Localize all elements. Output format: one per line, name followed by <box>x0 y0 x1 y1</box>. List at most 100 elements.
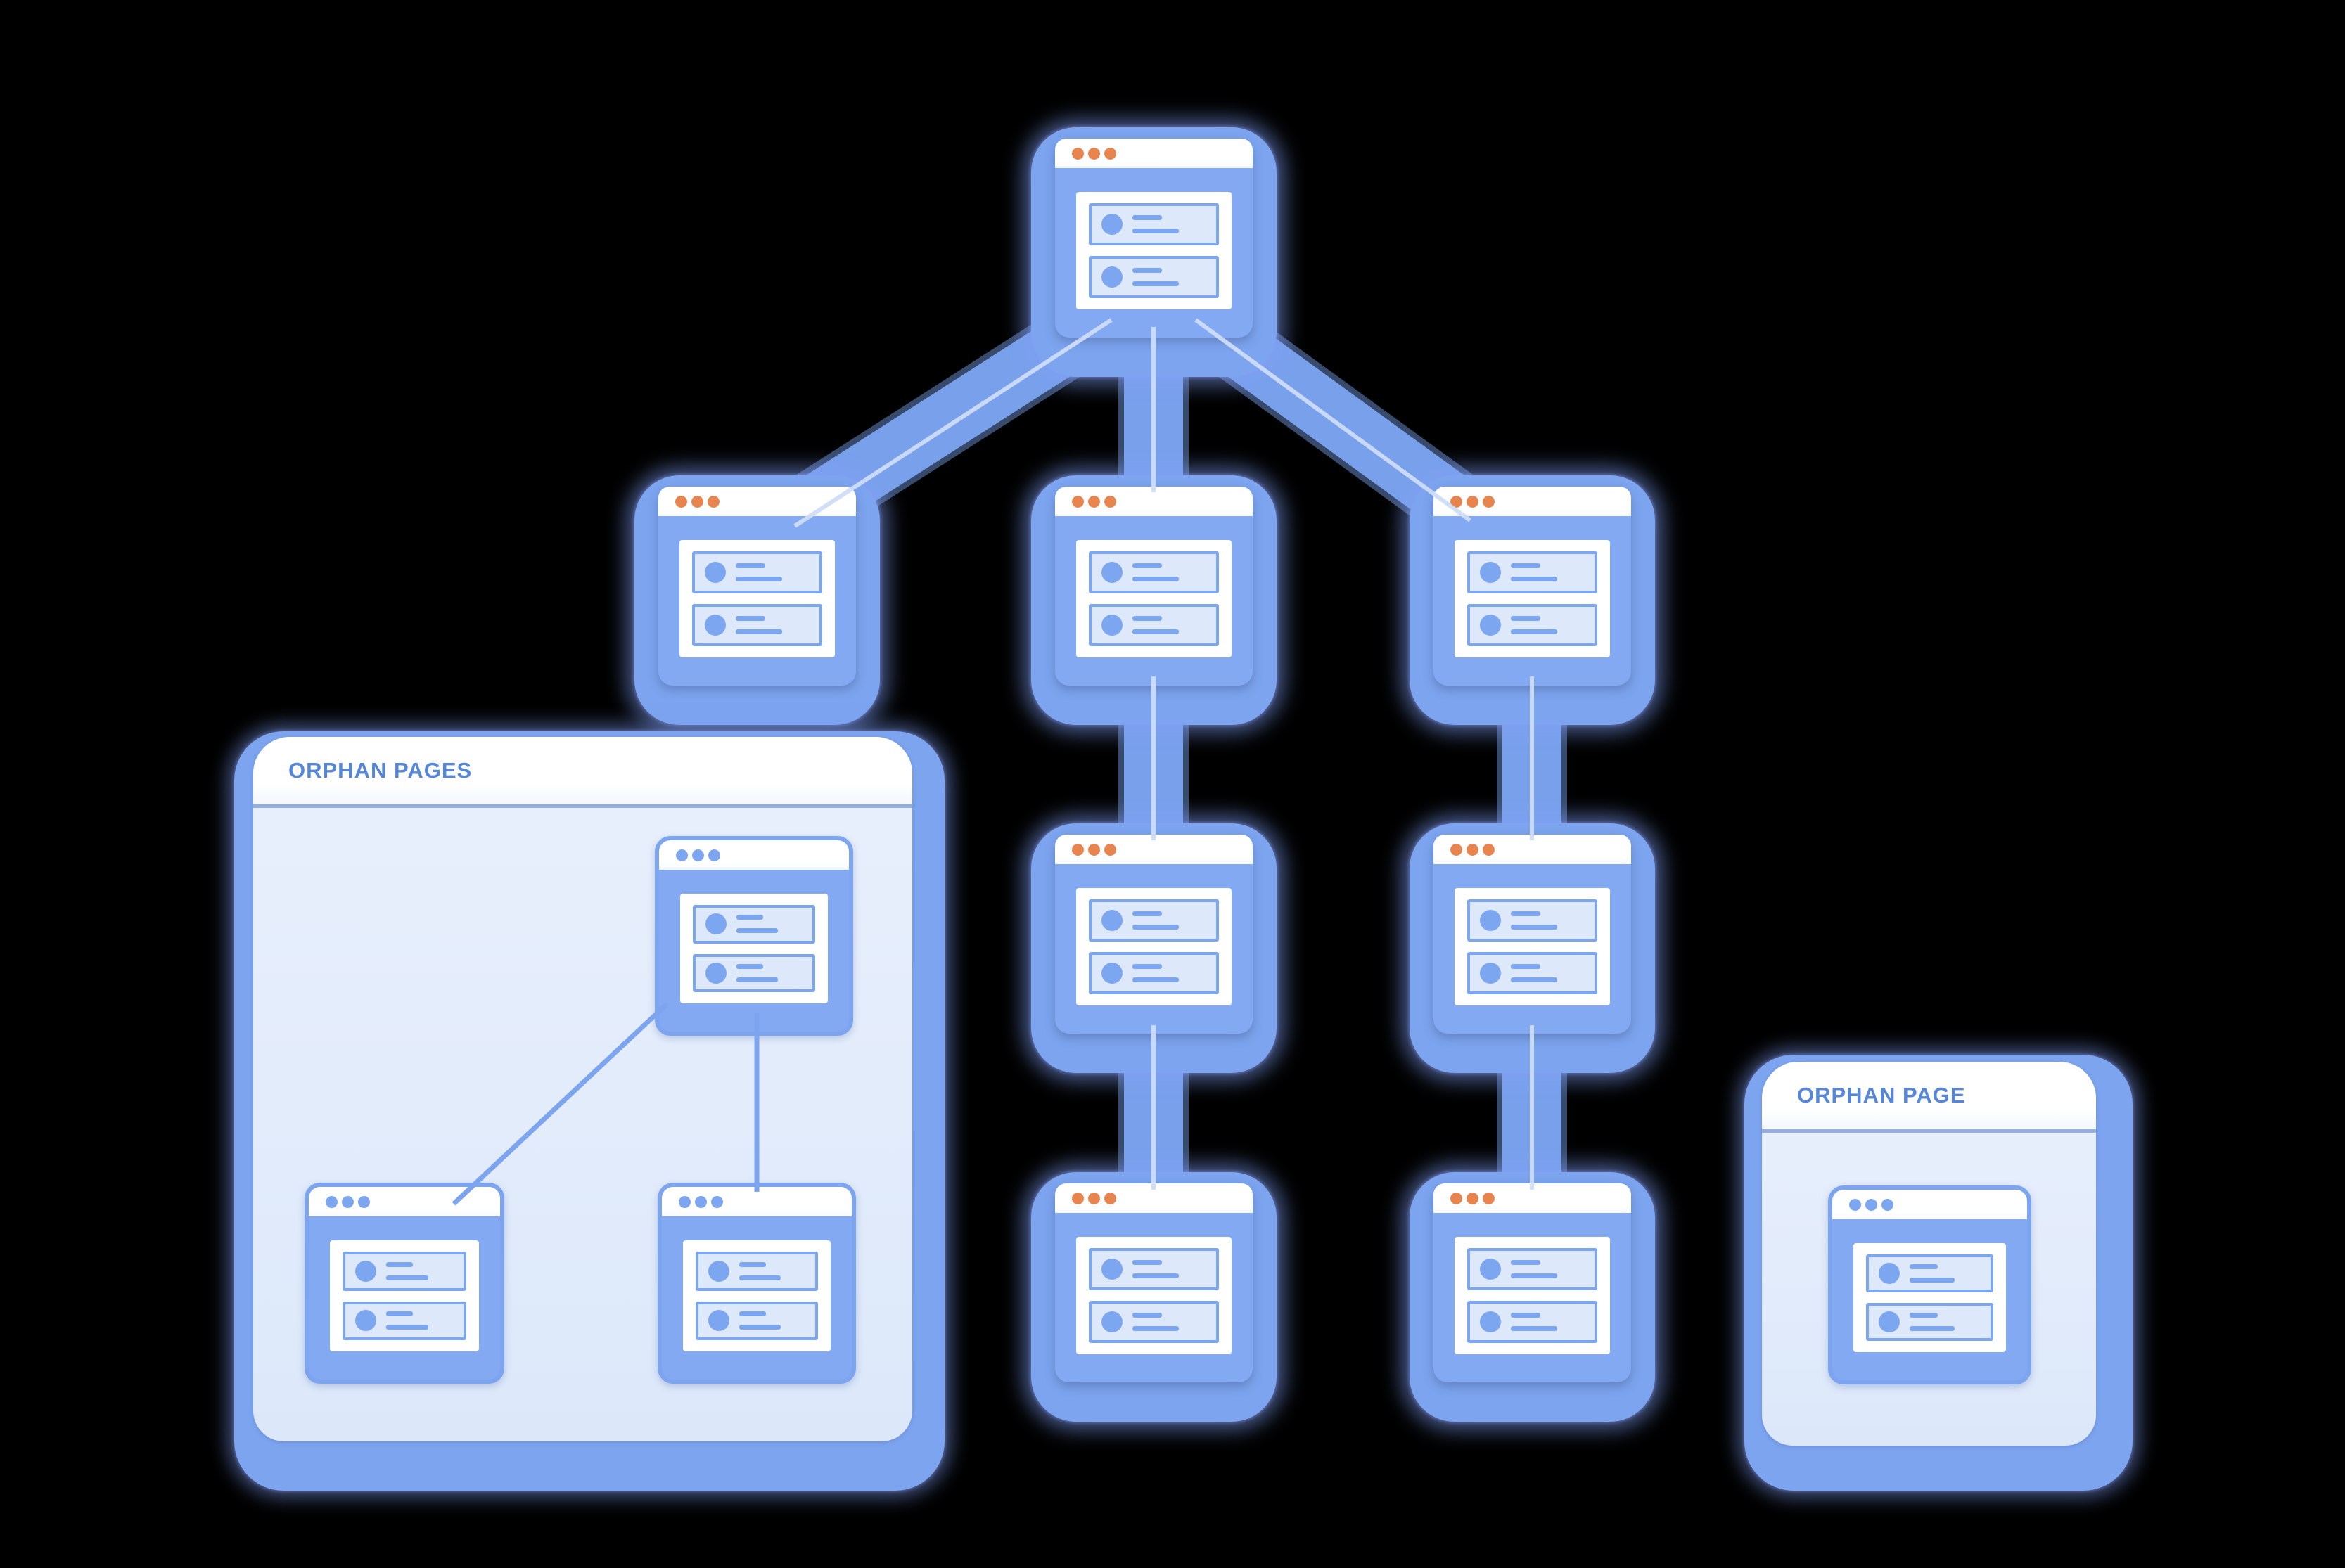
list-item-bullet-icon <box>1480 1311 1501 1332</box>
window-control-dot-icon <box>708 849 720 861</box>
text-line <box>386 1311 414 1317</box>
list-item-text-lines <box>1132 964 1206 982</box>
browser-window-child-right <box>1433 487 1631 686</box>
window-control-dot-icon <box>1467 495 1478 508</box>
browser-window-orphan-single <box>1828 1185 2031 1384</box>
window-control-dot-icon <box>1467 843 1478 856</box>
window-control-dot-icon <box>1072 843 1084 856</box>
text-line <box>1511 563 1540 568</box>
list-item-text-lines <box>736 963 803 982</box>
window-content-card <box>1455 540 1610 657</box>
list-item-bullet-icon <box>1101 1311 1123 1332</box>
browser-window-right-level3 <box>1433 835 1631 1034</box>
content-list-item <box>692 551 822 593</box>
window-control-dot-icon <box>695 1195 707 1208</box>
content-list-item <box>1467 952 1597 994</box>
window-control-dot-icon <box>1072 1192 1084 1204</box>
window-control-dot-icon <box>1467 1192 1478 1204</box>
text-line <box>1132 563 1162 568</box>
browser-window-root <box>1055 139 1253 338</box>
list-item-text-lines <box>1511 616 1585 634</box>
content-list-item <box>1467 604 1597 646</box>
content-list-item <box>692 604 822 646</box>
text-line <box>1132 1260 1162 1265</box>
list-item-text-lines <box>1511 563 1585 581</box>
text-line <box>1511 964 1540 969</box>
text-line <box>1511 629 1558 634</box>
text-line <box>1132 629 1180 634</box>
content-list-item <box>1089 899 1219 942</box>
text-line <box>739 1311 766 1317</box>
text-line <box>1511 616 1540 621</box>
list-item-text-lines <box>1132 1260 1206 1278</box>
tree-connector-centerline <box>793 318 1113 528</box>
content-list-item <box>693 953 815 992</box>
list-item-text-lines <box>736 563 810 581</box>
content-list-item <box>1089 551 1219 593</box>
list-item-text-lines <box>1132 563 1206 581</box>
content-list-item <box>1089 952 1219 994</box>
list-item-text-lines <box>1511 1260 1585 1278</box>
window-content-card <box>1076 540 1232 657</box>
window-control-dot-icon <box>691 495 703 508</box>
list-item-bullet-icon <box>705 913 727 935</box>
list-item-text-lines <box>1132 911 1206 930</box>
list-item-bullet-icon <box>355 1260 376 1282</box>
list-item-bullet-icon <box>1480 963 1501 984</box>
window-control-dot-icon <box>1450 843 1462 856</box>
window-content-card <box>679 540 835 657</box>
text-line <box>1132 1326 1180 1331</box>
window-content-card <box>1076 888 1232 1005</box>
list-item-bullet-icon <box>1101 266 1123 288</box>
window-control-dot-icon <box>692 849 704 861</box>
list-item-text-lines <box>736 616 810 634</box>
list-item-text-lines <box>1511 911 1585 930</box>
text-line <box>386 1275 429 1280</box>
content-list-item <box>696 1252 818 1291</box>
list-item-text-lines <box>1132 1313 1206 1331</box>
text-line <box>386 1325 429 1330</box>
list-item-bullet-icon <box>1101 214 1123 235</box>
window-content-card <box>330 1240 479 1351</box>
list-item-bullet-icon <box>708 1260 729 1282</box>
text-line <box>1910 1264 1938 1269</box>
content-list-item <box>1089 604 1219 646</box>
content-list-item <box>693 905 815 944</box>
text-line <box>1132 964 1162 969</box>
list-item-text-lines <box>1511 1313 1585 1331</box>
window-content-card <box>1853 1243 2006 1352</box>
text-line <box>739 1261 766 1267</box>
list-item-bullet-icon <box>705 962 727 984</box>
text-line <box>739 1325 781 1330</box>
content-list-item <box>1089 1301 1219 1343</box>
orphan-page-container: ORPHAN PAGE <box>1744 1055 2133 1491</box>
list-item-bullet-icon <box>705 615 726 636</box>
content-list-item <box>1467 1248 1597 1290</box>
list-item-bullet-icon <box>1480 562 1501 583</box>
list-item-text-lines <box>1132 215 1206 233</box>
text-line <box>1511 577 1558 581</box>
list-item-bullet-icon <box>1879 1311 1900 1332</box>
list-item-text-lines <box>1910 1264 1981 1283</box>
text-line <box>736 963 763 969</box>
list-item-bullet-icon <box>708 1310 729 1332</box>
window-titlebar <box>1055 139 1253 168</box>
window-control-dot-icon <box>1881 1198 1893 1211</box>
window-control-dot-icon <box>1104 843 1116 856</box>
window-control-dot-icon <box>1450 1192 1462 1204</box>
text-line <box>1910 1326 1955 1331</box>
text-line <box>1132 911 1162 916</box>
list-item-bullet-icon <box>1101 963 1123 984</box>
text-line <box>1132 925 1180 930</box>
content-list-item <box>1467 899 1597 942</box>
window-control-dot-icon <box>1483 1192 1495 1204</box>
window-control-dot-icon <box>342 1195 354 1208</box>
browser-window-child-mid <box>1055 487 1253 686</box>
window-control-dot-icon <box>1483 495 1495 508</box>
content-list-item <box>1467 551 1597 593</box>
window-control-dot-icon <box>1088 843 1100 856</box>
text-line <box>736 977 779 982</box>
window-control-dot-icon <box>1450 495 1462 508</box>
orphan-connector-line <box>452 1002 669 1206</box>
window-control-dot-icon <box>1104 495 1116 508</box>
